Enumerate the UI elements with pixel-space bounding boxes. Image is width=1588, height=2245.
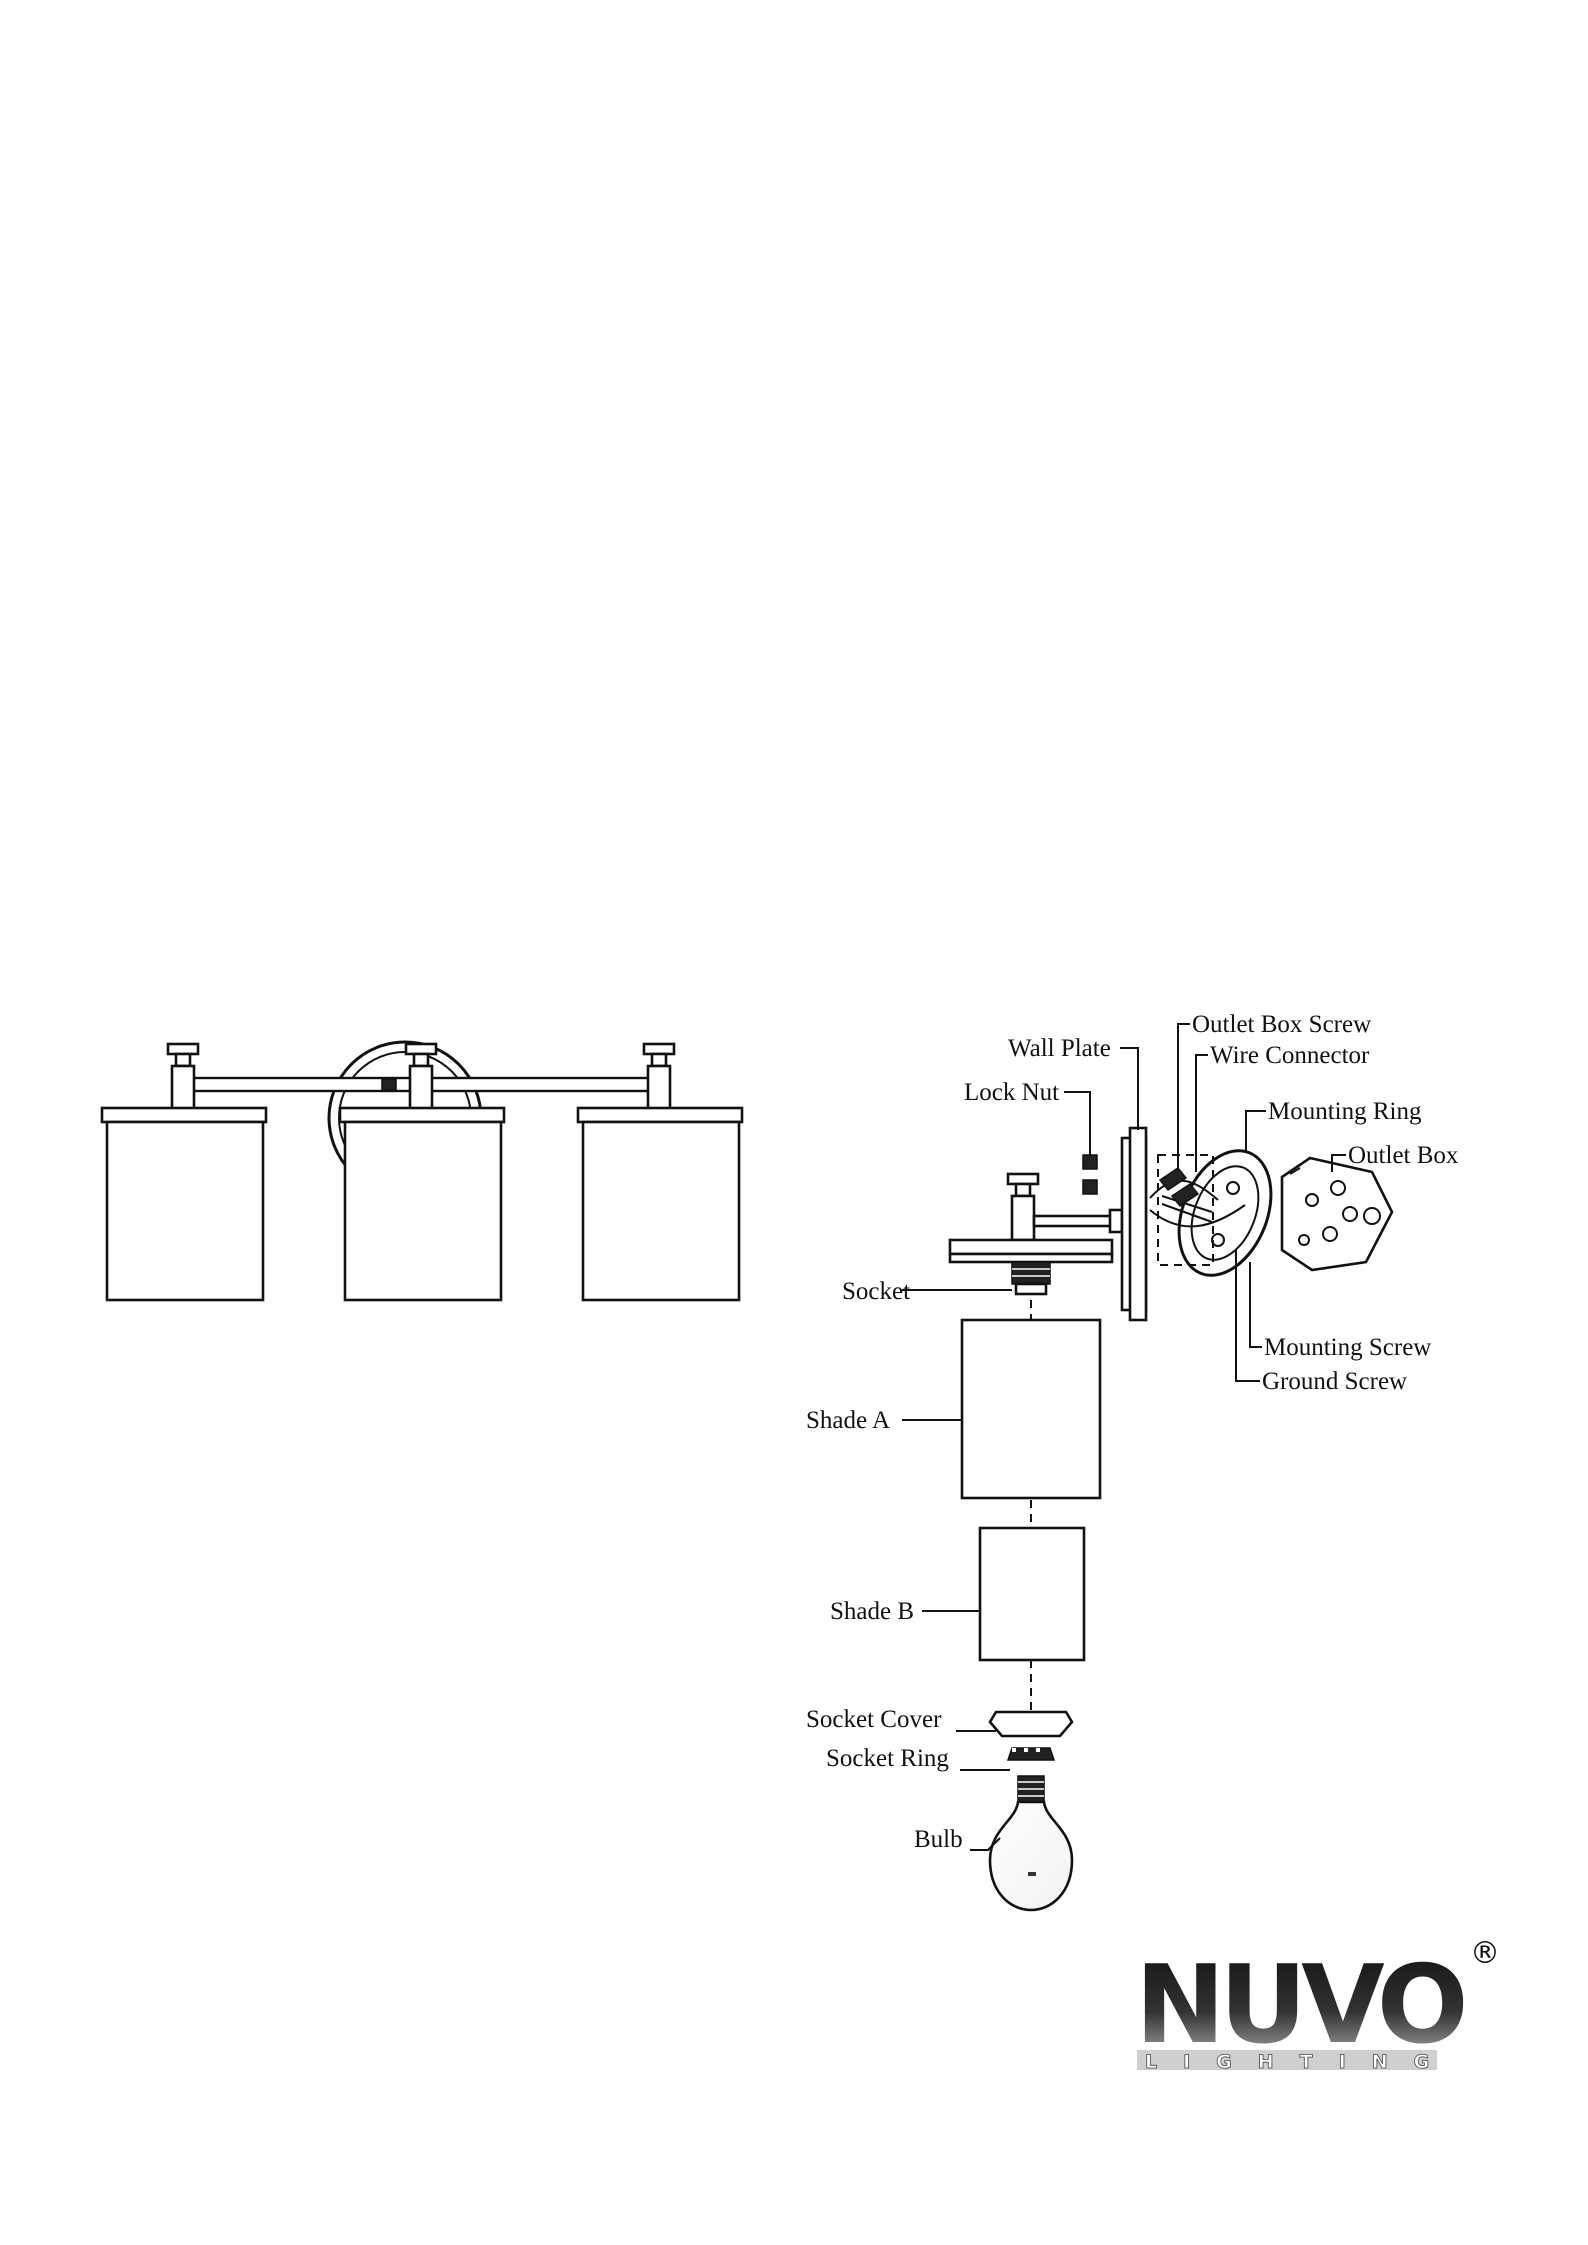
bulb-part [990, 1776, 1072, 1910]
label-outlet-box-screw: Outlet Box Screw [1192, 1011, 1371, 1038]
outlet-box-part [1282, 1158, 1392, 1270]
label-shade-a: Shade A [806, 1407, 890, 1434]
exploded-assembly: Outlet Box Screw Wire Connector Wall Pla… [806, 1011, 1459, 1910]
socket-part [1012, 1262, 1050, 1294]
fixture-front-view [102, 1042, 742, 1300]
socket-cover-part [990, 1712, 1072, 1736]
logo-registered-mark: ® [1470, 1936, 1500, 1971]
shade-a-part [962, 1320, 1100, 1498]
label-wall-plate: Wall Plate [1008, 1035, 1111, 1062]
label-socket-cover: Socket Cover [806, 1706, 942, 1733]
label-shade-b: Shade B [830, 1598, 914, 1625]
label-socket-ring: Socket Ring [826, 1745, 949, 1772]
logo-sub: LIGHTING [1145, 2051, 1455, 2073]
logo-brand: NUVO [1135, 1943, 1464, 2068]
label-mounting-screw: Mounting Screw [1264, 1334, 1431, 1361]
label-lock-nut: Lock Nut [964, 1079, 1059, 1106]
wire-connector-part [1150, 1155, 1245, 1265]
label-ground-screw: Ground Screw [1262, 1368, 1407, 1395]
label-outlet-box: Outlet Box [1348, 1142, 1459, 1169]
label-bulb: Bulb [914, 1826, 963, 1853]
label-mounting-ring: Mounting Ring [1268, 1098, 1422, 1125]
shade-b-part [980, 1528, 1084, 1660]
mounting-ring-part [1162, 1137, 1289, 1289]
nuvo-lighting-logo: NUVO ® LIGHTING [1135, 1936, 1500, 2073]
socket-ring-part [1008, 1748, 1054, 1760]
label-socket: Socket [842, 1278, 910, 1305]
lock-nuts [1083, 1155, 1097, 1194]
wall-plate-part [1122, 1128, 1146, 1320]
label-wire-connector: Wire Connector [1210, 1042, 1370, 1069]
